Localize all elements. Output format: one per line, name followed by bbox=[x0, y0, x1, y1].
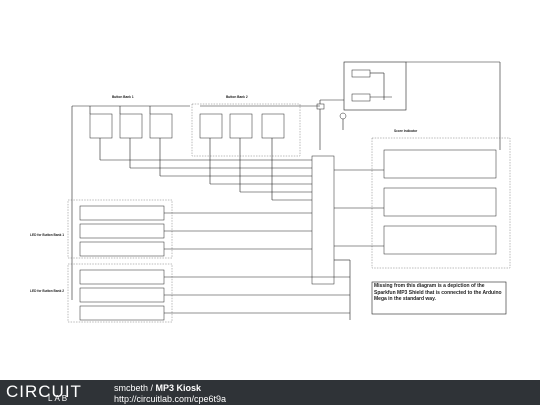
led-bank-2-label: LED for Button Bank 2 bbox=[30, 289, 64, 293]
credit-line: smcbeth / MP3 Kiosk bbox=[114, 383, 201, 393]
power-supply-section bbox=[316, 61, 501, 150]
schematic-canvas: Button Bank 1 Button Bank 2 Scor bbox=[30, 61, 511, 323]
circuit-url[interactable]: http://circuitlab.com/cpe6t9a bbox=[114, 394, 227, 404]
button-bank-2: Button Bank 2 bbox=[191, 95, 320, 200]
led-bank-1: LED for Button Bank 1 bbox=[30, 199, 312, 259]
note-text: Missing from this diagram is a depiction… bbox=[374, 283, 502, 302]
led-bank-1-label: LED for Button Bank 1 bbox=[30, 233, 64, 237]
button-bank-2-label: Button Bank 2 bbox=[226, 95, 248, 99]
footer-bar: CIRCUIT LAB smcbeth / MP3 Kiosk http://c… bbox=[0, 380, 540, 405]
note-box: Missing from this diagram is a depiction… bbox=[371, 281, 507, 315]
author-name[interactable]: smcbeth bbox=[114, 383, 149, 393]
circuit-title: MP3 Kiosk bbox=[155, 383, 202, 393]
button-bank-1-label: Button Bank 1 bbox=[112, 95, 134, 99]
credit-separator: / bbox=[148, 383, 156, 393]
arduino-mega bbox=[71, 106, 335, 300]
circuitlab-logo[interactable]: CIRCUIT bbox=[6, 382, 82, 401]
circuitlab-logo-sub: LAB bbox=[48, 394, 70, 403]
score-indicator-label: Score Indicator bbox=[394, 129, 418, 133]
score-indicator: Score Indicator bbox=[334, 129, 511, 269]
button-bank-1: Button Bank 1 bbox=[72, 95, 190, 176]
led-bank-2: LED for Button Bank 2 bbox=[30, 259, 351, 323]
